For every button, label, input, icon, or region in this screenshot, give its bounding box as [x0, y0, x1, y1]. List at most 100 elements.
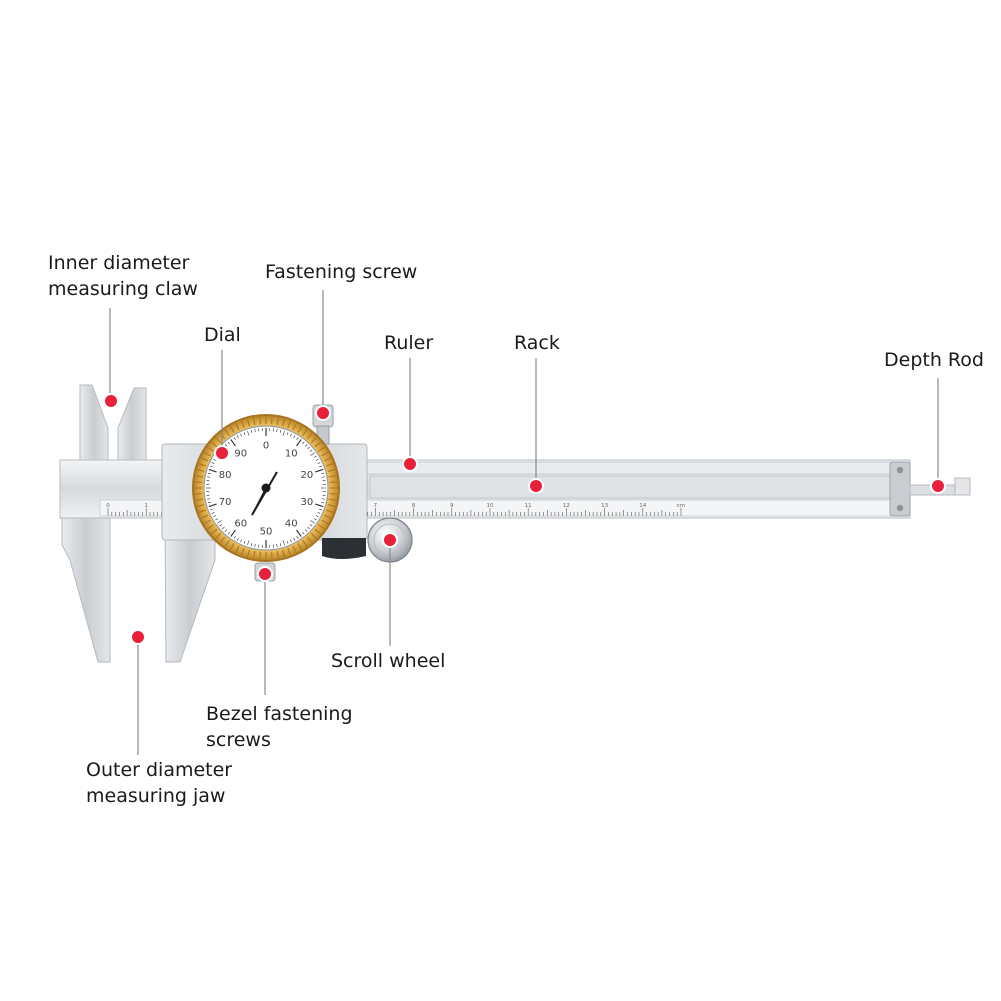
- knurl-line: [210, 441, 218, 448]
- knurl-line: [206, 524, 214, 530]
- marker-dial: [214, 445, 230, 461]
- label-ruler: Ruler: [384, 332, 434, 354]
- dial-tick: [286, 540, 289, 544]
- knurl-line: [325, 509, 334, 514]
- dial-tick: [211, 511, 215, 514]
- knurl-line: [281, 549, 286, 558]
- marker-outer-jaw: [130, 629, 146, 645]
- knurl-line: [198, 509, 207, 514]
- markers: [103, 393, 946, 645]
- knurl-line: [281, 418, 286, 427]
- label-scroll-wheel: Scroll wheel: [331, 650, 446, 672]
- knurl-line: [328, 498, 338, 502]
- knurl-line: [246, 549, 251, 558]
- marker-bezel-screw: [257, 566, 273, 582]
- dial-tick: [282, 540, 285, 546]
- dial-tick: [250, 543, 253, 547]
- knurl-line: [224, 428, 230, 436]
- dial-tick: [279, 429, 282, 433]
- dial-tick: [247, 430, 250, 436]
- label-inner-claw-line2: measuring claw: [48, 278, 198, 300]
- scale-number: 14: [639, 503, 646, 509]
- label-bezel-line2: screws: [206, 729, 271, 751]
- dial-tick: [227, 441, 230, 445]
- marker-inner-claw: [103, 393, 119, 409]
- dial-tick: [282, 430, 285, 436]
- dial-number: 10: [285, 449, 298, 460]
- dial-tick: [310, 520, 315, 524]
- knurl-line: [310, 532, 318, 540]
- dial-tick: [240, 539, 243, 543]
- knurl-line: [327, 503, 336, 508]
- dial-tick: [296, 439, 302, 447]
- dial-tick: [207, 501, 211, 504]
- dial-tick: [243, 432, 246, 436]
- dial-number: 80: [219, 470, 232, 481]
- dial-tick: [315, 458, 319, 461]
- knurl-line: [214, 532, 222, 540]
- knurl-line: [292, 545, 297, 554]
- dial-number: 30: [301, 497, 314, 508]
- knurl-line: [314, 528, 322, 535]
- marker-fastening-screw: [315, 405, 331, 421]
- dial-tick: [207, 498, 211, 500]
- ruler-channel: [359, 461, 901, 475]
- knurl-line: [306, 432, 313, 440]
- scale-number: 0: [106, 503, 110, 509]
- label-outer-jaw-line2: measuring jaw: [86, 785, 226, 807]
- marker-depth-rod: [930, 478, 946, 494]
- dial-tick: [289, 433, 292, 437]
- knurl-line: [306, 536, 313, 544]
- dial-tick: [304, 444, 308, 447]
- dial-tick: [210, 508, 214, 511]
- knurl-line: [329, 492, 338, 495]
- knurl-line: [302, 428, 308, 436]
- depth-rod-screw-top: [896, 466, 904, 474]
- dial-tick: [289, 539, 292, 543]
- inner-claw-movable: [117, 387, 147, 464]
- dial-tick: [276, 543, 278, 547]
- dial-number: 90: [234, 449, 247, 460]
- knurl-line: [198, 462, 207, 467]
- label-bezel-line1: Bezel fastening: [206, 703, 353, 725]
- knurl-line: [246, 418, 251, 427]
- knurl-line: [235, 545, 240, 554]
- dial-tick: [317, 511, 321, 514]
- dial-tick: [309, 449, 313, 452]
- knurl-line: [214, 436, 222, 444]
- scale-number: 10: [487, 503, 494, 509]
- dial-tick: [219, 524, 223, 527]
- leader-lines: [109, 290, 939, 755]
- dial-tick: [217, 520, 222, 524]
- dial-tick: [296, 437, 299, 441]
- dial-tick: [321, 472, 325, 475]
- dial-number: 50: [260, 527, 273, 538]
- scale-number: 9: [450, 503, 454, 509]
- bezel-knurl: [194, 416, 338, 560]
- label-outer-jaw-line1: Outer diameter: [86, 759, 233, 781]
- dial-tick: [321, 476, 325, 478]
- dial-tick: [222, 526, 225, 530]
- marker-ruler: [402, 456, 418, 472]
- dial-tick: [254, 429, 256, 433]
- dial-number: 0: [263, 441, 269, 452]
- knurl-line: [318, 446, 326, 452]
- label-depth-rod: Depth Rod: [884, 349, 984, 371]
- dial-tick: [233, 535, 236, 539]
- dial-number: 40: [285, 518, 298, 529]
- knurl-line: [287, 420, 292, 429]
- knurl-line: [203, 451, 211, 457]
- knurl-line: [200, 457, 209, 462]
- knurl-line: [203, 519, 211, 525]
- dial-tick: [296, 529, 302, 537]
- dial-tick: [279, 543, 282, 547]
- dial-tick: [286, 432, 289, 436]
- dial-needle-tail: [251, 487, 267, 516]
- dial-tick: [224, 444, 228, 447]
- dial-tick: [321, 501, 325, 504]
- knurl-line: [200, 514, 209, 519]
- knurl-line: [229, 543, 235, 551]
